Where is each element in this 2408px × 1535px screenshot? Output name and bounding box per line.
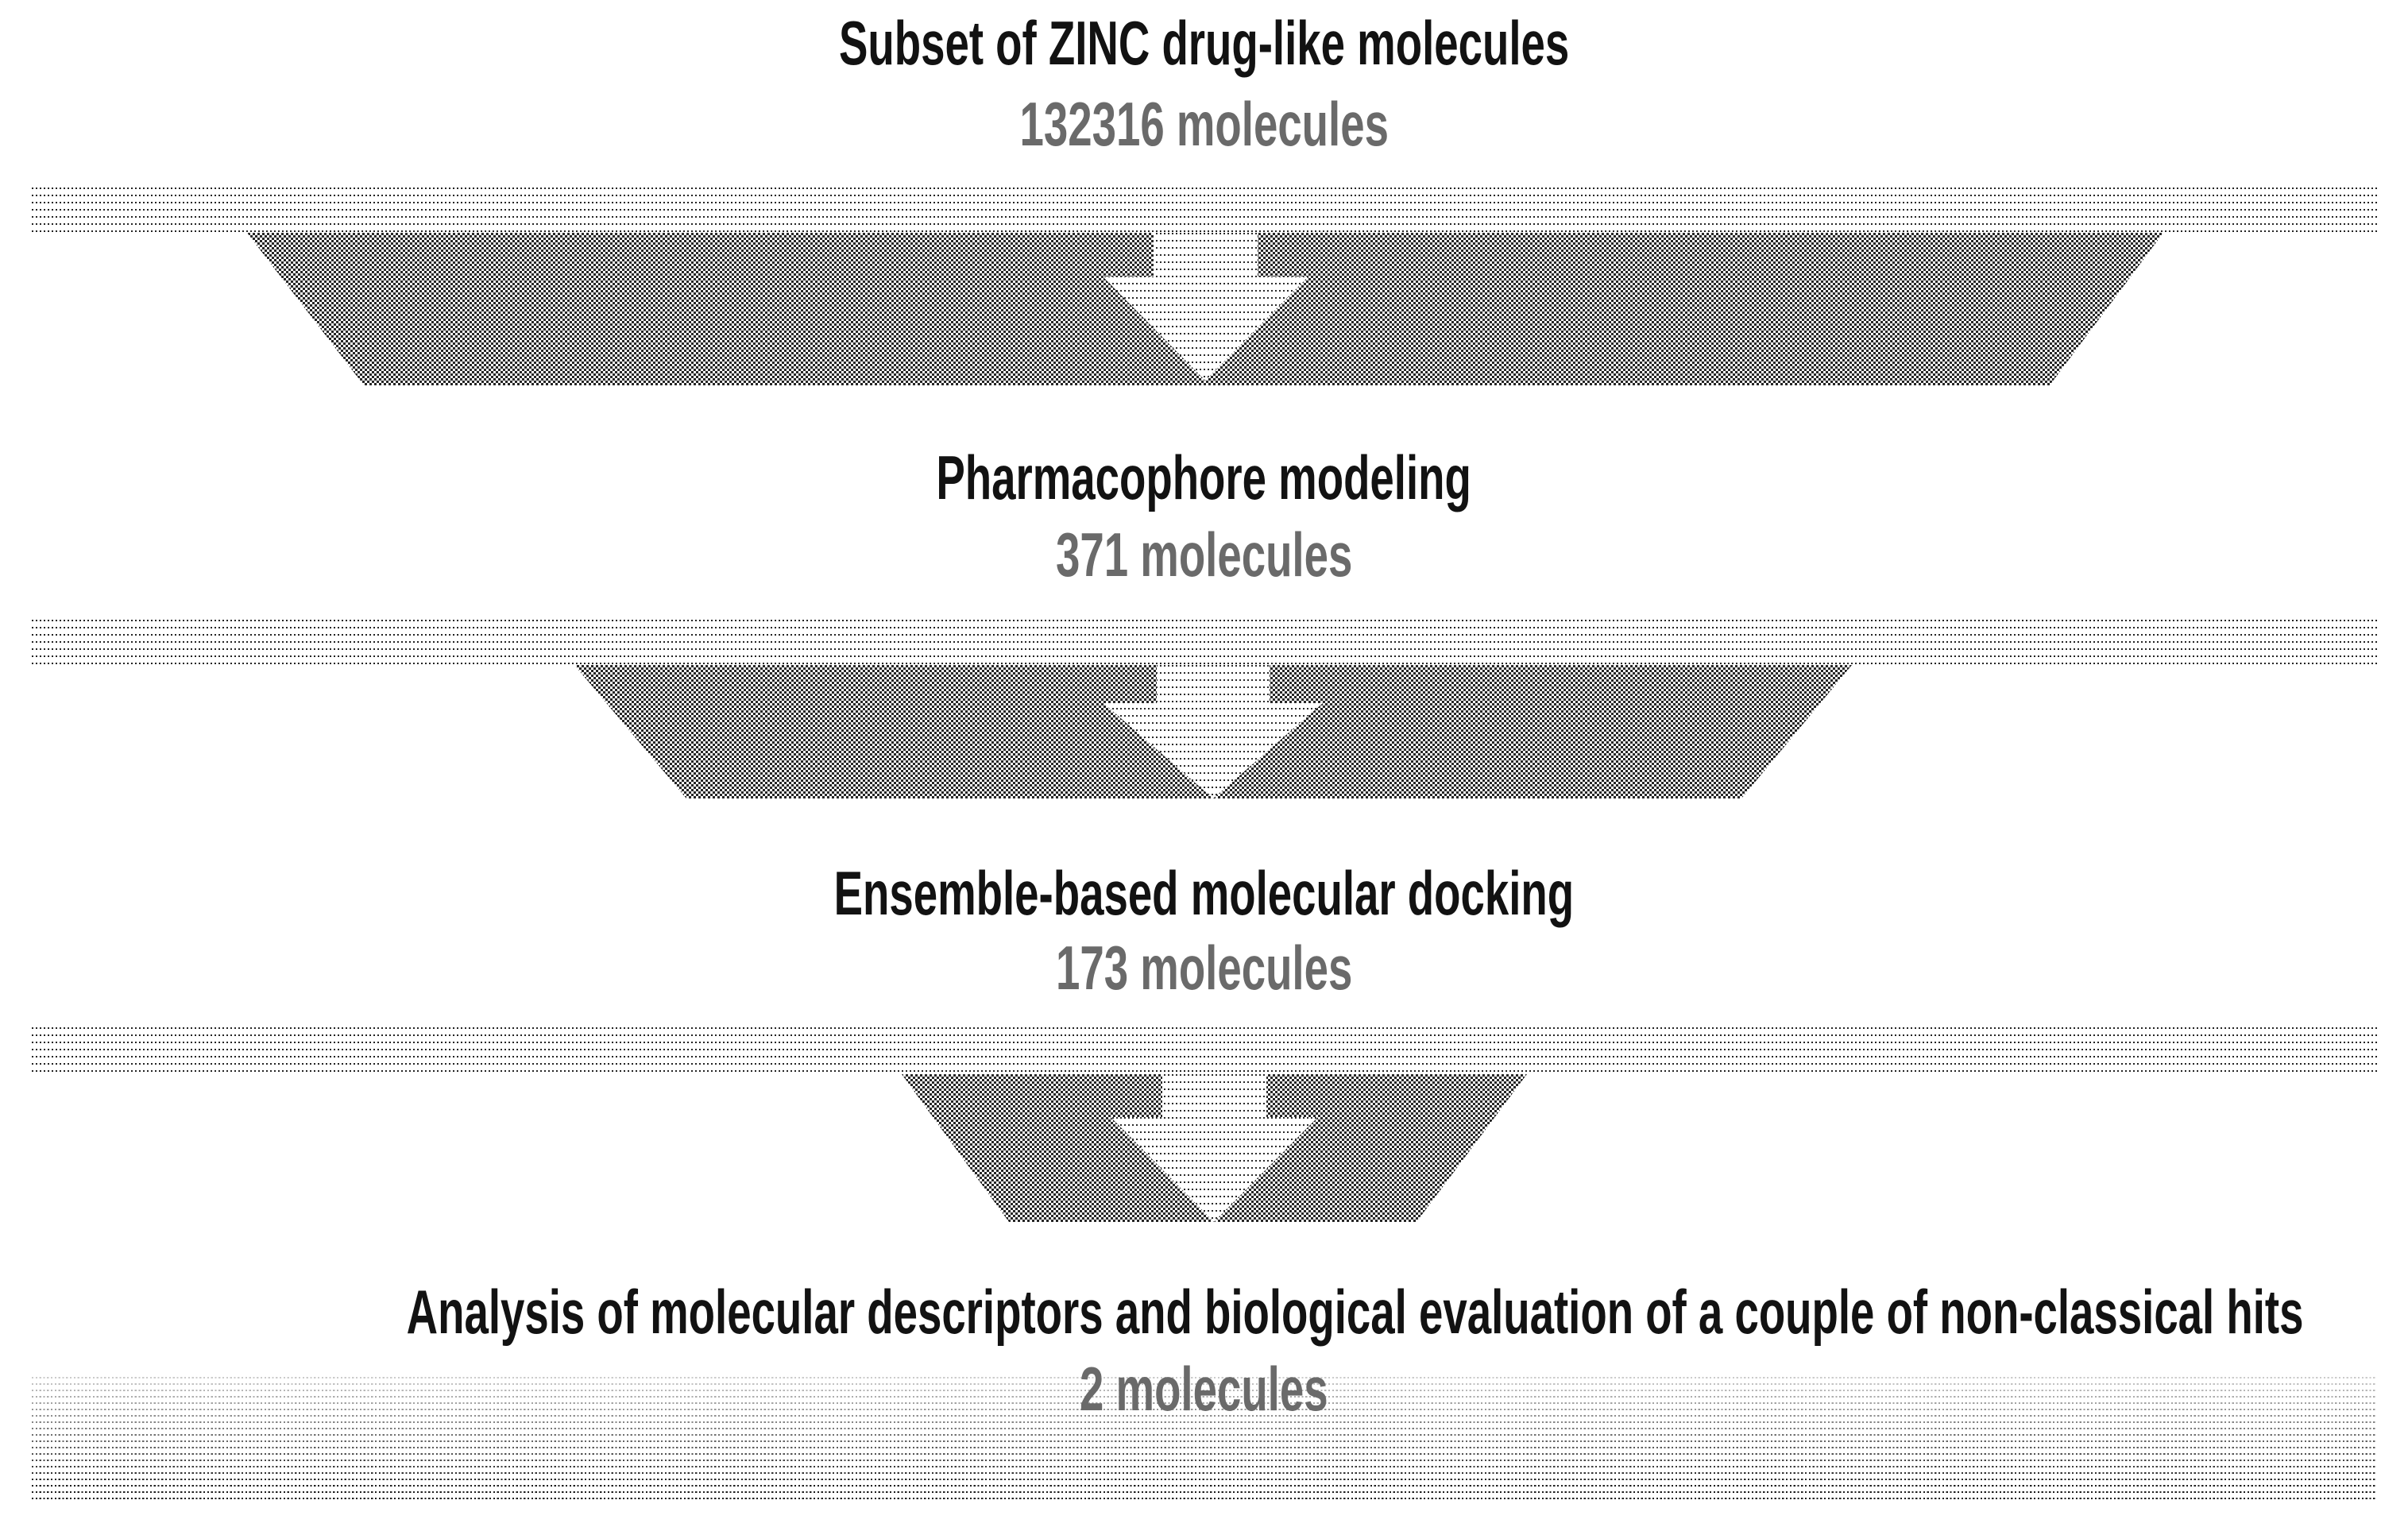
separator-band-1	[32, 188, 2377, 233]
step-3-title-text: Ensemble-based molecular docking	[833, 858, 1575, 928]
step-2-title-text: Pharmacophore modeling	[936, 443, 1472, 512]
step-4-title: Analysis of molecular descriptors and bi…	[0, 1281, 2408, 1343]
step-2-count-text: 371 molecules	[1055, 520, 1353, 590]
step-3-count-text: 173 molecules	[1055, 933, 1353, 1003]
step-2-count: 371 molecules	[0, 524, 2408, 586]
down-arrow-cutout-3-icon	[1111, 1074, 1318, 1222]
step-4-count: 2 molecules	[0, 1358, 2408, 1420]
step-3-count: 173 molecules	[0, 937, 2408, 999]
step-1-count: 132316 molecules	[0, 93, 2408, 155]
separator-band-3	[32, 1027, 2377, 1073]
separator-band-2	[32, 620, 2377, 665]
step-2-title: Pharmacophore modeling	[0, 447, 2408, 508]
funnel-arrow-3-down-arrow-icon	[902, 1074, 1527, 1222]
bottom-gradient-band	[32, 1377, 2377, 1502]
funnel-arrow-2-down-arrow-icon	[574, 665, 1852, 798]
down-arrow-cutout-2-icon	[1104, 665, 1323, 798]
step-3-title: Ensemble-based molecular docking	[0, 862, 2408, 924]
down-arrow-cutout-1-icon	[1103, 233, 1308, 381]
step-4-count-text: 2 molecules	[1080, 1354, 1328, 1424]
step-1-title-text: Subset of ZINC drug-like molecules	[838, 8, 1570, 78]
step-1-count-text: 132316 molecules	[1019, 89, 1389, 159]
funnel-arrow-1-down-arrow-icon	[247, 233, 2163, 385]
step-1-title: Subset of ZINC drug-like molecules	[0, 12, 2408, 74]
step-4-title-text: Analysis of molecular descriptors and bi…	[406, 1277, 2304, 1347]
